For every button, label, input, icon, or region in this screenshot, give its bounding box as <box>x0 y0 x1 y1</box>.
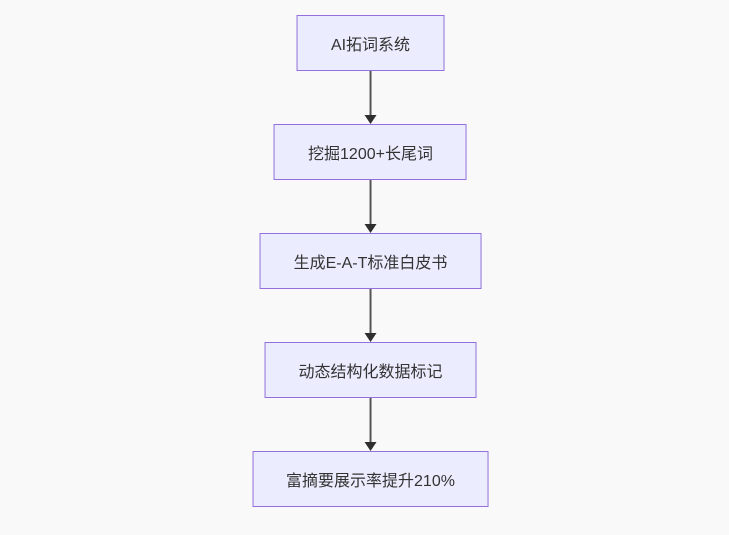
arrow-line <box>369 180 372 225</box>
node-rich-snippet-rate-increase: 富摘要展示率提升210% <box>252 451 489 507</box>
node-ai-word-expansion-system: AI拓词系统 <box>296 15 445 71</box>
node-label: 富摘要展示率提升210% <box>286 473 455 490</box>
arrow-line <box>369 398 372 443</box>
edge-arrow-2 <box>364 180 378 233</box>
arrowhead-down-icon <box>364 442 377 451</box>
edge-arrow-3 <box>364 289 378 342</box>
node-label: 动态结构化数据标记 <box>298 364 443 381</box>
flowchart-canvas: AI拓词系统 挖掘1200+长尾词 生成E-A-T标准白皮书 动态结构化数据标记… <box>252 15 489 507</box>
node-mine-longtail-keywords: 挖掘1200+长尾词 <box>274 124 467 180</box>
arrowhead-down-icon <box>364 333 377 342</box>
arrowhead-down-icon <box>364 224 377 233</box>
node-label: 挖掘1200+长尾词 <box>308 146 433 163</box>
node-label: 生成E-A-T标准白皮书 <box>293 255 448 272</box>
arrow-line <box>369 289 372 334</box>
arrow-line <box>369 71 372 116</box>
node-dynamic-structured-data-markup: 动态结构化数据标记 <box>264 342 477 398</box>
edge-arrow-4 <box>364 398 378 451</box>
node-label: AI拓词系统 <box>330 37 411 54</box>
node-generate-eat-whitepaper: 生成E-A-T标准白皮书 <box>259 233 482 289</box>
arrowhead-down-icon <box>364 115 377 124</box>
edge-arrow-1 <box>364 71 378 124</box>
